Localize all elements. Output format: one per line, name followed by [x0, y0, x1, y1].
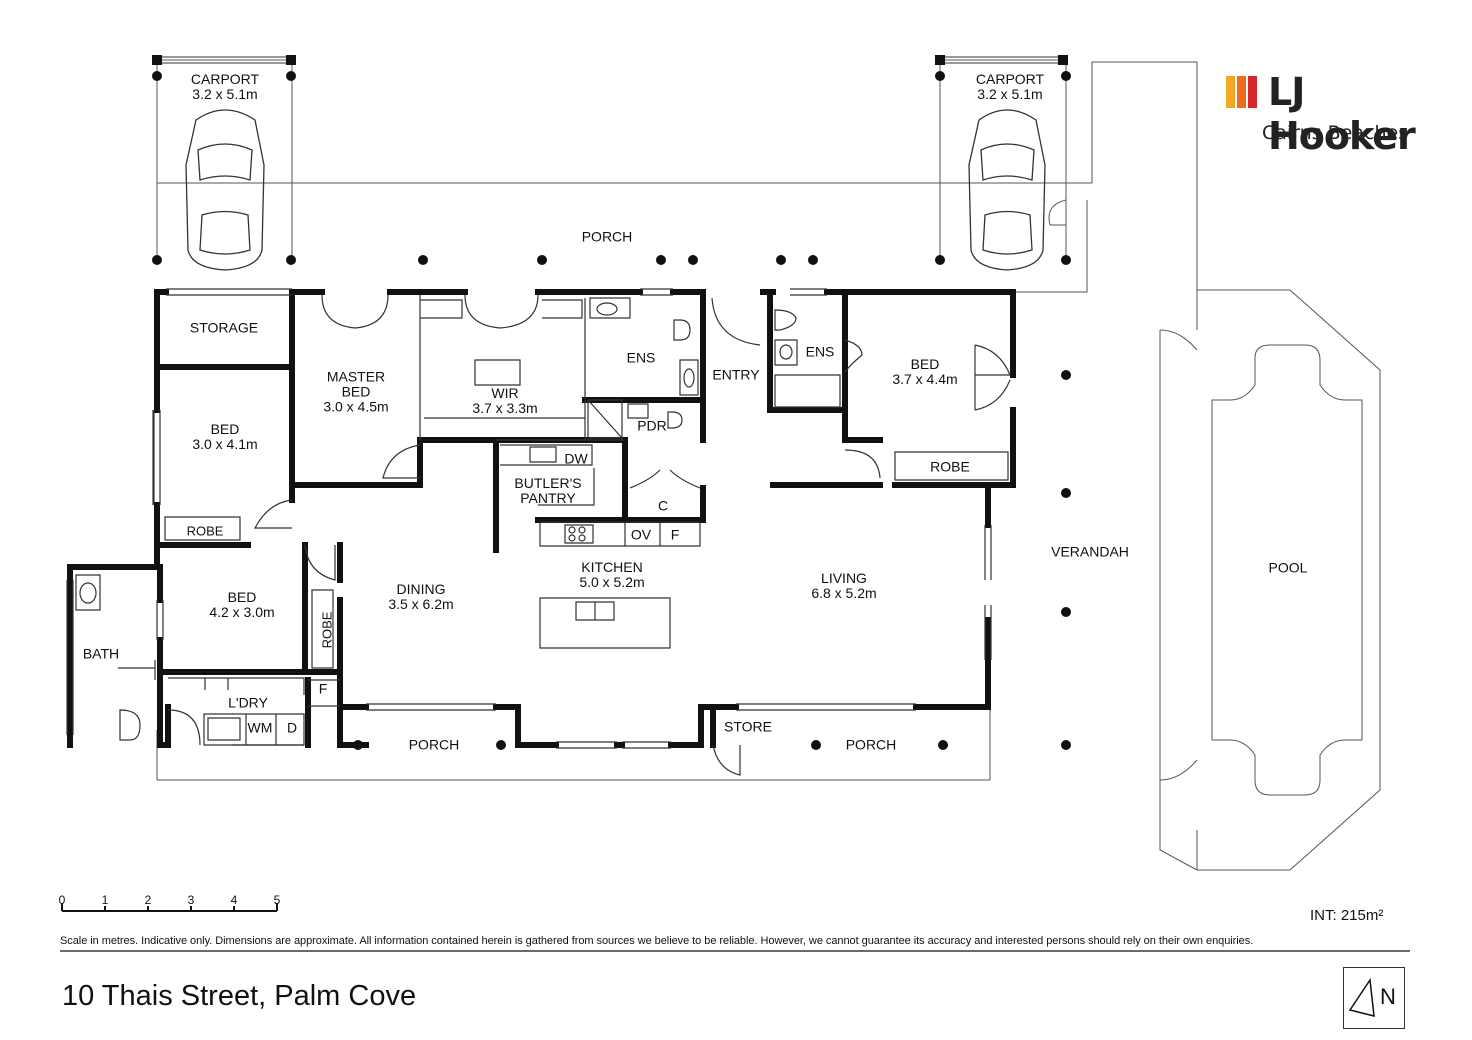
storage-label: STORAGE [189, 319, 259, 336]
verandah-label: VERANDAH [1051, 543, 1129, 560]
north-arrow-shape [1348, 977, 1375, 1017]
site-outlines [156, 59, 1381, 871]
walls [67, 289, 1016, 748]
closet-label: C [657, 497, 669, 514]
ens-master-label: ENS [626, 349, 656, 366]
dryer-label: D [286, 719, 298, 736]
pdr-label: PDR [637, 417, 667, 434]
porch-bottom-left-label: PORCH [408, 736, 460, 753]
scale-bar: 0 1 2 3 4 5 [57, 893, 297, 923]
washing-machine-label: WM [247, 719, 273, 736]
north-label: N [1380, 984, 1396, 1009]
columns [152, 71, 1071, 750]
robe-right-label: ROBE [930, 458, 970, 475]
scale-tick: 0 [58, 893, 66, 907]
robe-left-lower-label: ROBE [319, 611, 335, 649]
disclaimer-text: Scale in metres. Indicative only. Dimens… [60, 935, 1254, 947]
north-arrow-icon: N [1343, 967, 1405, 1029]
property-address: 10 Thais Street, Palm Cove [62, 980, 417, 1012]
scale-tick: 2 [144, 893, 152, 907]
laundry-fridge-label: F [318, 680, 328, 697]
store-label: STORE [724, 718, 772, 735]
fridge-label: F [670, 526, 680, 543]
logo-bars-icon [1226, 76, 1260, 108]
oven-label: OV [630, 526, 652, 543]
bath-label: BATH [82, 645, 120, 662]
scale-tick: 1 [101, 893, 109, 907]
scale-tick: 5 [273, 893, 281, 907]
entry-label: ENTRY [712, 366, 760, 383]
pool-label: POOL [1268, 559, 1308, 576]
divider [60, 950, 1410, 952]
scale-tick: 4 [230, 893, 238, 907]
carport-top-lines [162, 56, 1062, 64]
fixtures [66, 288, 1011, 776]
brand-name: LJ Hooker [1268, 70, 1416, 158]
laundry-label: L'DRY [228, 694, 268, 711]
lj-hooker-logo: LJ Hooker Cairns Beaches [1226, 70, 1446, 158]
dw-label: DW [564, 450, 588, 467]
scale-bar-ruler [61, 903, 278, 912]
robe-left-upper-label: ROBE [186, 523, 224, 539]
car-icons [185, 109, 1046, 271]
carport-posts [152, 55, 1068, 65]
brand-office: Cairns Beaches [1262, 122, 1409, 144]
ens-bed-label: ENS [805, 343, 835, 360]
scale-tick: 3 [187, 893, 195, 907]
porch-top-label: PORCH [581, 228, 633, 245]
internal-area: INT: 215m² [1310, 907, 1384, 924]
porch-bottom-right-label: PORCH [845, 736, 897, 753]
